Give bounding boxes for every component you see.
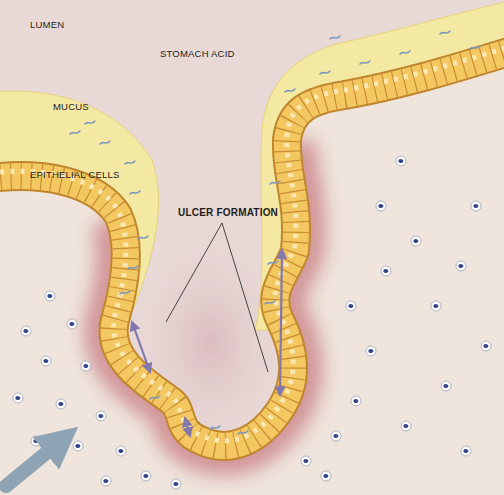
callout-label: ULCER FORMATION <box>178 207 278 218</box>
inflow-arrow <box>6 440 62 486</box>
epithelium <box>0 45 504 446</box>
immune-cells <box>13 156 491 489</box>
layer-label: EPITHELIAL CELLS <box>30 169 119 180</box>
tissue <box>0 50 504 495</box>
erosion-arrows <box>132 250 282 436</box>
region-label: LUMEN <box>30 19 64 30</box>
bacteria <box>70 31 480 434</box>
region-label: STOMACH ACID <box>160 48 235 59</box>
leader-lines <box>166 223 268 372</box>
layer-label: MUCUS <box>53 101 89 112</box>
